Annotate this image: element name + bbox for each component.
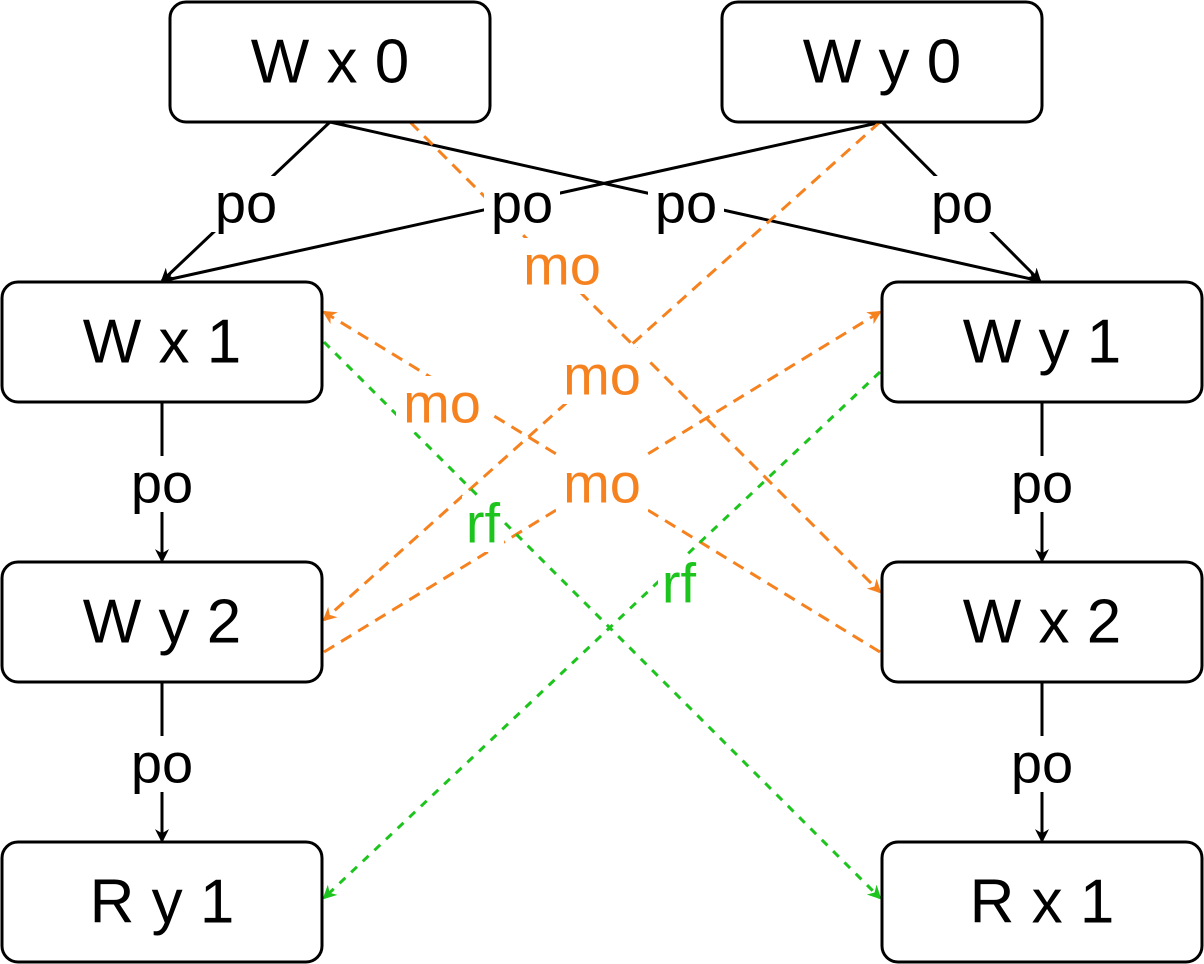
edge-label-rf-wx1-rx1: rf (462, 492, 504, 555)
edge-label-po-wy0-wx1: po (484, 172, 560, 235)
edge-label-po-wx0-wx1: po (208, 172, 284, 235)
node-w-y-1: W y 1 (880, 280, 1204, 404)
node-w-x-0: W x 0 (168, 0, 492, 124)
mo-edge-wy0-wy2 (322, 120, 882, 622)
node-r-y-1: R y 1 (0, 840, 324, 964)
edge-label-mo-wx0-wx2: mo (516, 234, 608, 297)
svg-text:rf: rf (466, 492, 501, 555)
edge-label-po-wx0-wy1: po (648, 172, 724, 235)
svg-text:po: po (215, 172, 277, 235)
edge-label-po-wx2-rx1: po (1004, 732, 1080, 795)
edge-label-rf-wy1-ry1: rf (658, 552, 700, 615)
svg-text:mo: mo (563, 344, 641, 407)
edge-label-po-wy2-ry1: po (124, 732, 200, 795)
svg-text:mo: mo (563, 452, 641, 515)
svg-text:W y 0: W y 0 (803, 28, 961, 97)
node-w-y-2: W y 2 (0, 560, 324, 684)
edge-label-mo-wy0-wy2: mo (556, 344, 648, 407)
svg-text:R x 1: R x 1 (970, 868, 1115, 937)
edge-label-mo-wy2-wy1: mo (556, 452, 648, 515)
svg-text:W x 1: W x 1 (83, 308, 241, 377)
edge-label-po-wy0-wy1: po (924, 172, 1000, 235)
svg-text:po: po (131, 452, 193, 515)
svg-text:po: po (131, 732, 193, 795)
svg-text:po: po (1011, 732, 1073, 795)
svg-text:W y 2: W y 2 (83, 588, 241, 657)
svg-text:po: po (931, 172, 993, 235)
svg-text:mo: mo (403, 372, 481, 435)
svg-text:rf: rf (662, 552, 697, 615)
node-w-y-0: W y 0 (720, 0, 1044, 124)
svg-text:po: po (1011, 452, 1073, 515)
svg-text:W y 1: W y 1 (963, 308, 1121, 377)
rf-edge-wx1-rx1 (322, 340, 882, 900)
edge-label-mo-wx2-wx1: mo (396, 372, 488, 435)
svg-text:R y 1: R y 1 (90, 868, 235, 937)
edge-label-po-wx1-wy2: po (124, 452, 200, 515)
node-r-x-1: R x 1 (880, 840, 1204, 964)
svg-text:po: po (655, 172, 717, 235)
edge-label-po-wy1-wx2: po (1004, 452, 1080, 515)
svg-text:po: po (491, 172, 553, 235)
svg-text:mo: mo (523, 234, 601, 297)
svg-text:W x 0: W x 0 (251, 28, 409, 97)
node-w-x-1: W x 1 (0, 280, 324, 404)
svg-text:W x 2: W x 2 (963, 588, 1121, 657)
node-w-x-2: W x 2 (880, 560, 1204, 684)
